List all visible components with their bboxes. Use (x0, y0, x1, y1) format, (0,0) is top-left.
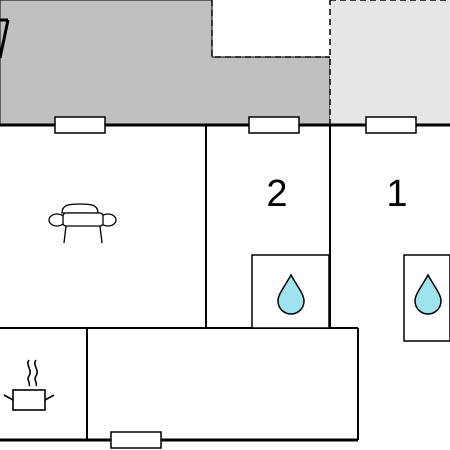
terrace-light (330, 0, 450, 125)
terrace-dashed-outline (211, 0, 330, 58)
sofa-icon (48, 203, 117, 244)
window (54, 116, 106, 134)
water-drop-icon (277, 273, 305, 315)
window (110, 431, 162, 449)
stair-mark (0, 18, 10, 59)
window (248, 116, 300, 134)
terrace-light-dashed-outline (329, 0, 450, 125)
cooking-pot-icon (3, 359, 55, 411)
water-drop-icon (414, 273, 442, 315)
window (365, 116, 417, 134)
room-1-label: 1 (386, 173, 407, 215)
room-2-label: 2 (266, 173, 287, 215)
terrace-dark (0, 0, 331, 126)
